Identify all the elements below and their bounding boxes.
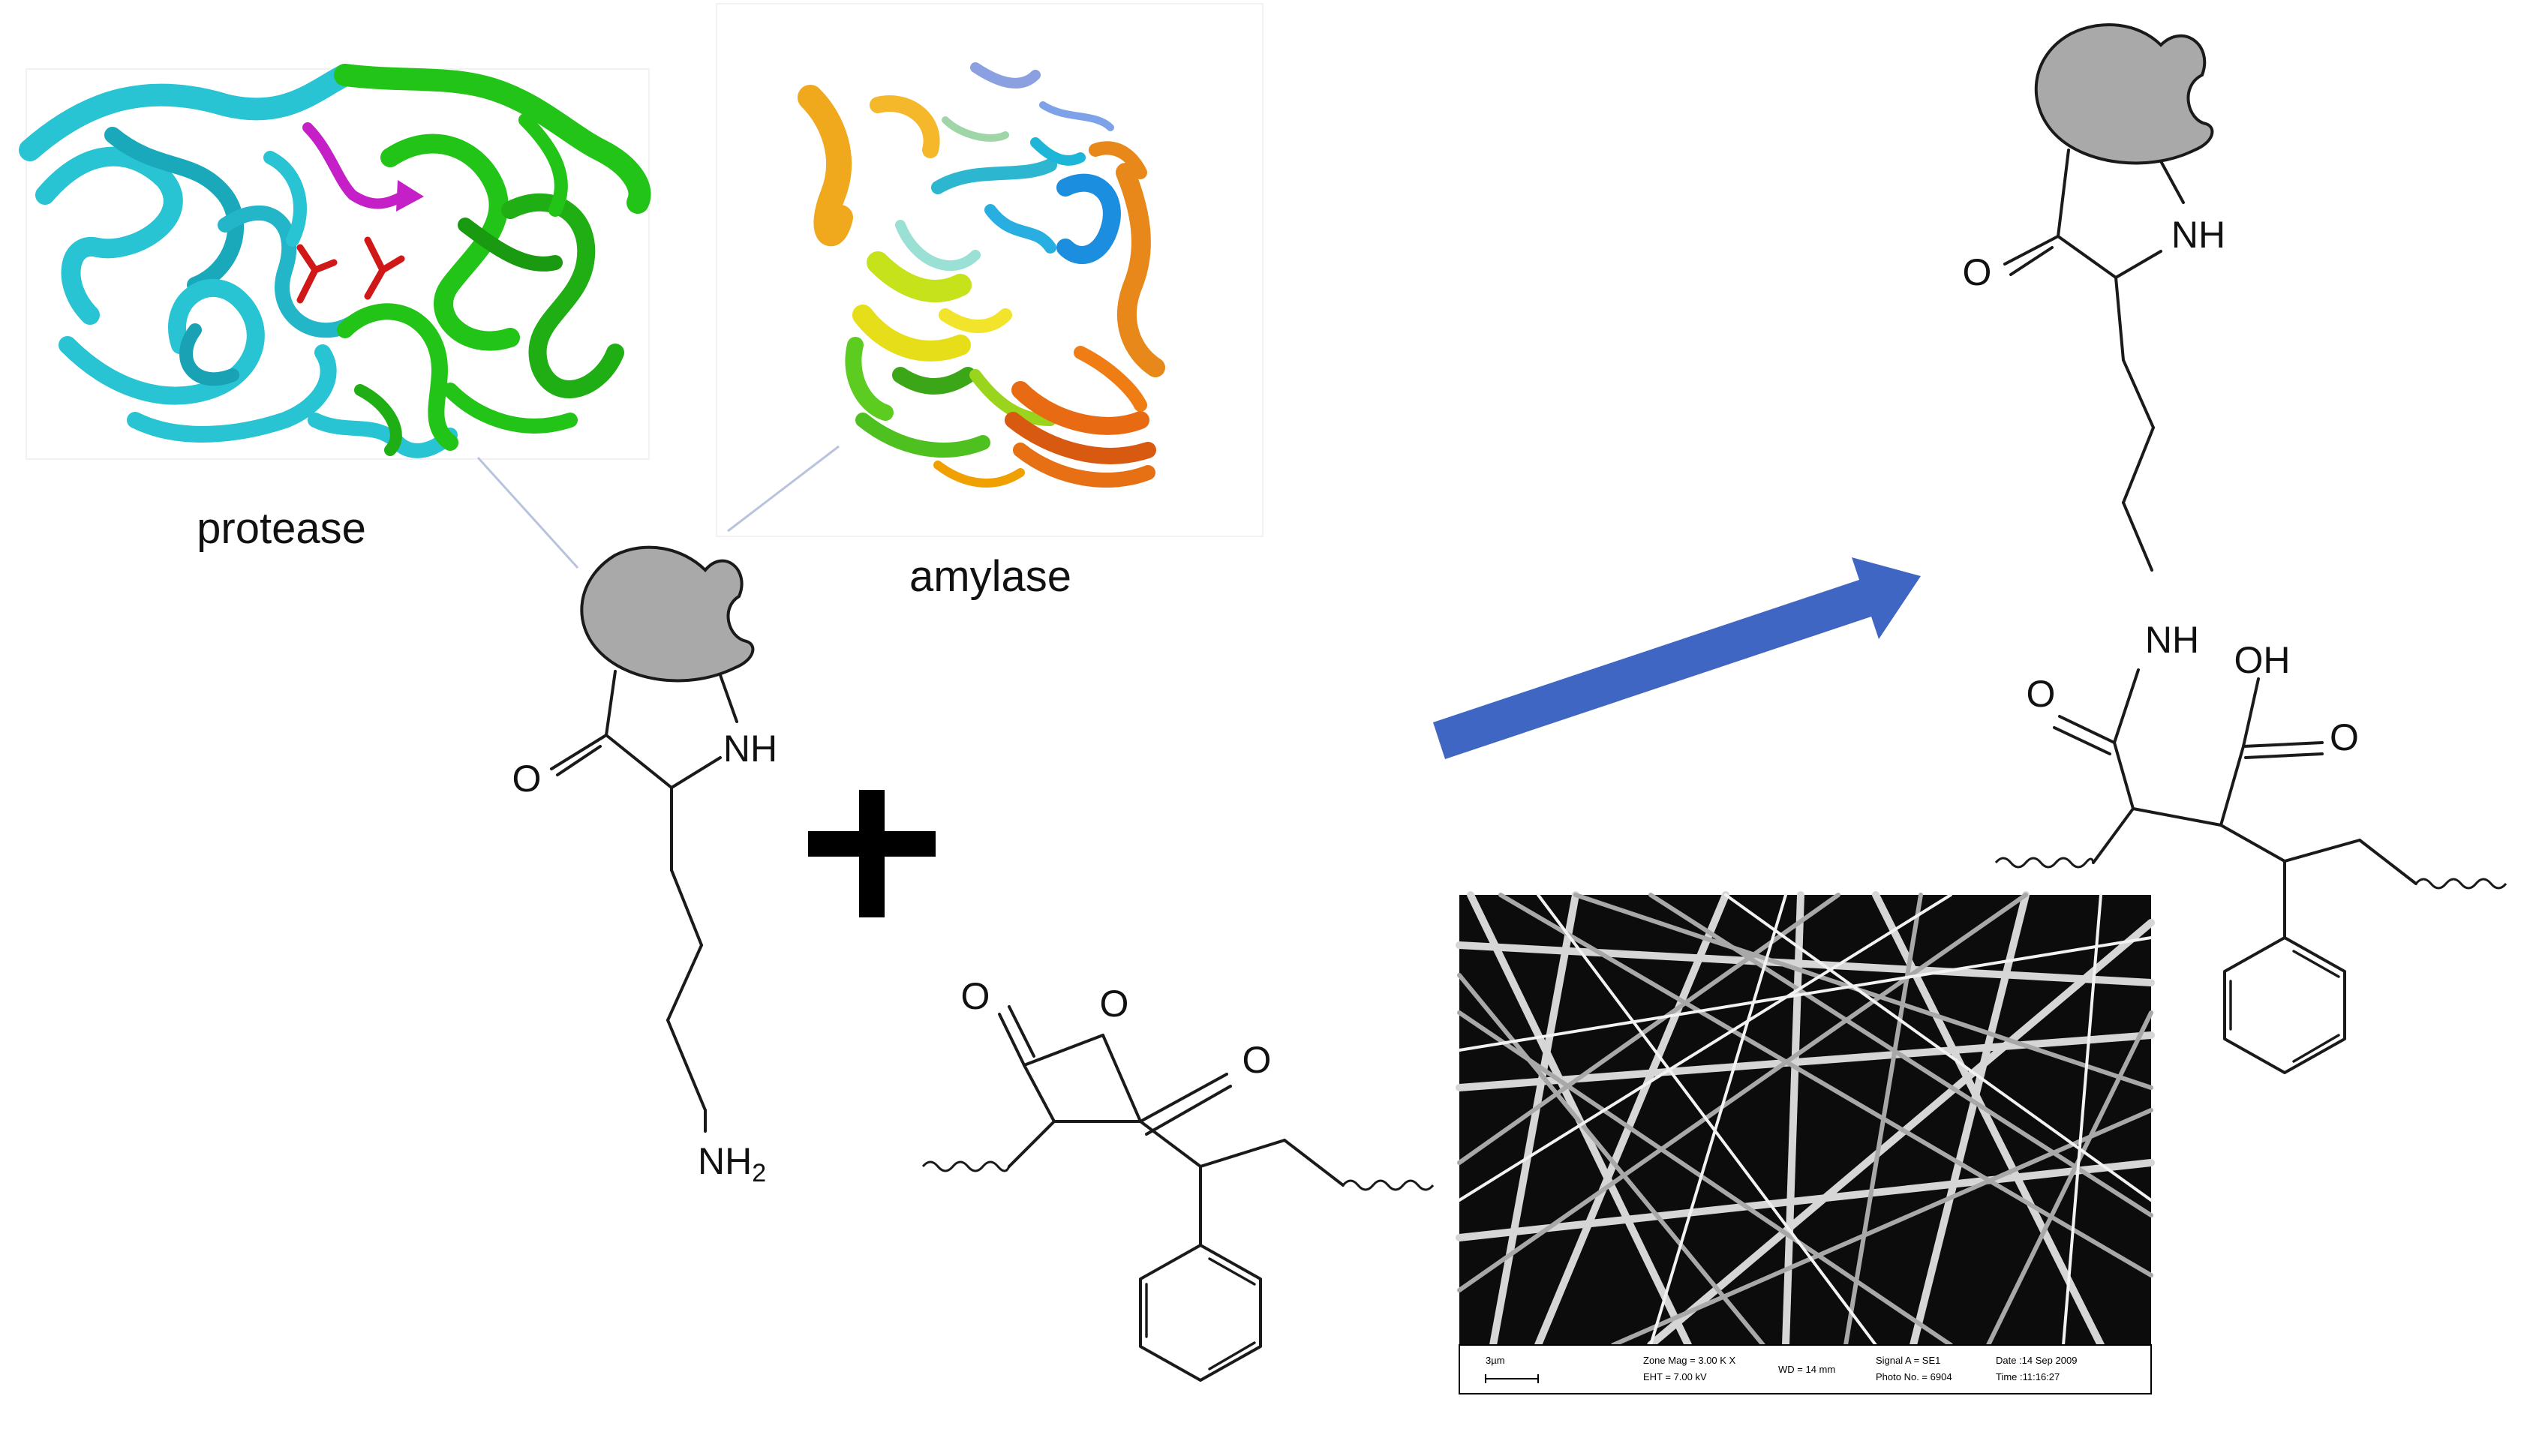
enzyme-o-label: O (512, 758, 542, 800)
enzyme-nh-label: NH (723, 728, 777, 770)
sem-date: Date :14 Sep 2009 (1996, 1355, 2077, 1366)
product-ring-nh-label: NH (2171, 214, 2225, 256)
sem-time: Time :11:16:27 (1996, 1371, 2060, 1382)
product-oh-label: OH (2234, 639, 2291, 681)
sem-photo-no: Photo No. = 6904 (1876, 1371, 1952, 1382)
connector-line-protease (476, 456, 579, 569)
product-ring-o-label: O (1963, 251, 1992, 293)
reaction-arrow (1433, 557, 1921, 759)
amylase-label: amylase (909, 552, 1071, 601)
product-amide-o-label: O (2027, 673, 2056, 715)
product-acid-o-label: O (2330, 716, 2359, 758)
amylase-structure-image (716, 3, 1264, 537)
sem-micrograph-image (1456, 891, 2155, 1394)
product-amide-nh-label: NH (2145, 619, 2199, 661)
connector-line-amylase (727, 445, 840, 533)
enzyme-nh2-label: NH2 (698, 1140, 766, 1187)
anhydride-o-right-label: O (1242, 1039, 1272, 1081)
protease-structure-image (19, 64, 651, 460)
product-enzyme-shape (2034, 23, 2214, 165)
enzyme-molecule (550, 545, 755, 1133)
sem-signal: Signal A = SE1 (1876, 1355, 1940, 1366)
plus-sign (808, 790, 936, 917)
anhydride-copolymer (921, 1005, 1435, 1382)
product-molecule (1994, 23, 2507, 1074)
sem-zone-mag: Zone Mag = 3.00 K X (1643, 1355, 1736, 1366)
anhydride-o-left-label: O (961, 975, 990, 1017)
protease-label: protease (197, 504, 366, 553)
sem-eht: EHT = 7.00 kV (1643, 1371, 1707, 1382)
enzyme-shape (580, 545, 755, 683)
sem-scale-bar-label: 3µm (1486, 1355, 1505, 1366)
sem-wd: WD = 14 mm (1778, 1364, 1835, 1375)
anhydride-o-ring-label: O (1100, 983, 1129, 1025)
